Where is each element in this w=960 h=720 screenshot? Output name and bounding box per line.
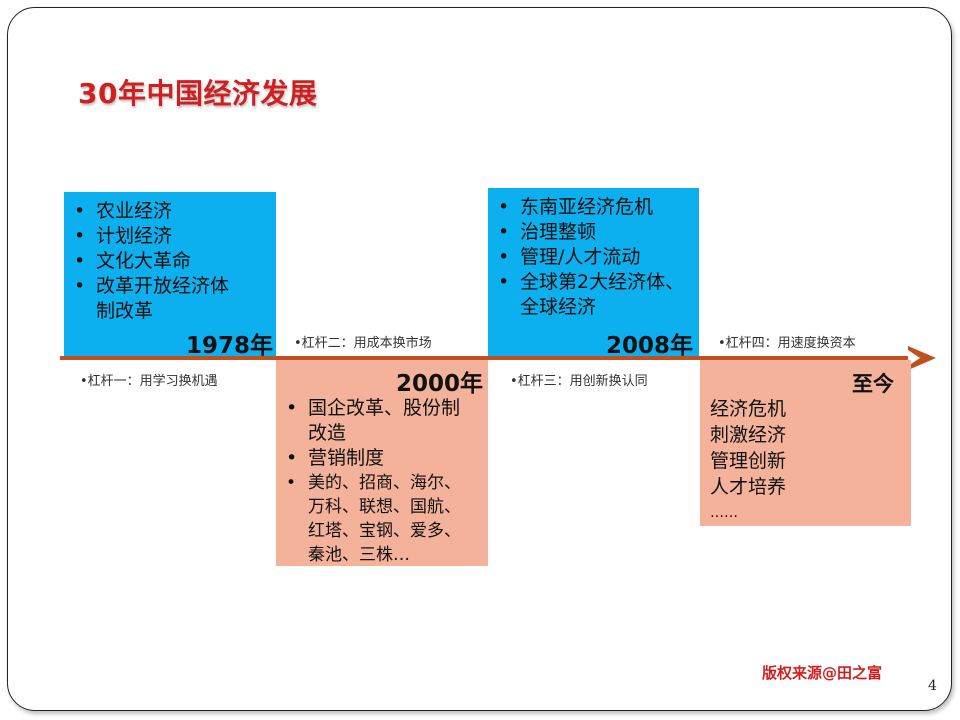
list-item: 计划经济 <box>66 224 270 249</box>
period-1978-list: 农业经济 计划经济 文化大革命 改革开放经济体制改革 <box>66 199 270 324</box>
list-item: 改革开放经济体制改革 <box>66 274 246 324</box>
year-label-1978: 1978年 <box>186 333 274 359</box>
timeline-arrow-notch <box>908 350 920 366</box>
timeline-axis <box>60 356 918 360</box>
list-item: 人才培养 <box>710 476 787 498</box>
copyright-text: 版权来源@田之富 <box>762 664 883 682</box>
list-item: 管理创新 <box>710 450 787 472</box>
period-1978-box: 农业经济 计划经济 文化大革命 改革开放经济体制改革 <box>64 192 276 356</box>
list-item: 文化大革命 <box>66 249 270 274</box>
year-label-present: 至今 <box>852 372 894 396</box>
list-item: …… <box>710 505 738 521</box>
period-2008-list: 东南亚经济危机 治理整顿 管理/人才流动 全球第2大经济体、全球经济 <box>490 195 695 320</box>
period-2008-box: 东南亚经济危机 治理整顿 管理/人才流动 全球第2大经济体、全球经济 <box>488 188 699 356</box>
period-2000-list: 国企改革、股份制改造 营销制度 美的、招商、海尔、万科、联想、国航、红塔、宝钢、… <box>278 396 480 567</box>
list-item: 刺激经济 <box>710 424 787 446</box>
lever-label-2: •杠杆二：用成本换市场 <box>294 336 432 351</box>
list-item: 治理整顿 <box>490 220 695 245</box>
lever-label-1: •杠杆一：用学习换机遇 <box>80 374 218 389</box>
list-item: 东南亚经济危机 <box>490 195 695 220</box>
year-label-2000: 2000年 <box>396 371 484 397</box>
list-item: 管理/人才流动 <box>490 245 695 270</box>
period-present-list: 经济危机 刺激经济 管理创新 人才培养 …… <box>710 396 905 526</box>
list-item: 营销制度 <box>278 446 480 471</box>
year-label-2008: 2008年 <box>606 333 694 359</box>
list-item: 经济危机 <box>710 398 787 420</box>
period-present-box: 经济危机 刺激经济 管理创新 人才培养 …… <box>700 360 911 526</box>
list-item: 农业经济 <box>66 199 270 224</box>
list-item: 国企改革、股份制改造 <box>278 396 468 446</box>
lever-label-4: •杠杆四：用速度换资本 <box>718 336 856 351</box>
slide-frame <box>7 7 952 711</box>
period-2000-box: 国企改革、股份制改造 营销制度 美的、招商、海尔、万科、联想、国航、红塔、宝钢、… <box>276 360 488 566</box>
list-item: 美的、招商、海尔、万科、联想、国航、红塔、宝钢、爱多、秦池、三株… <box>278 471 472 567</box>
page-number: 4 <box>928 678 937 694</box>
list-item: 全球第2大经济体、全球经济 <box>490 270 692 320</box>
lever-label-3: •杠杆三：用创新换认同 <box>510 374 648 389</box>
slide-title: 30年中国经济发展 <box>78 77 318 110</box>
